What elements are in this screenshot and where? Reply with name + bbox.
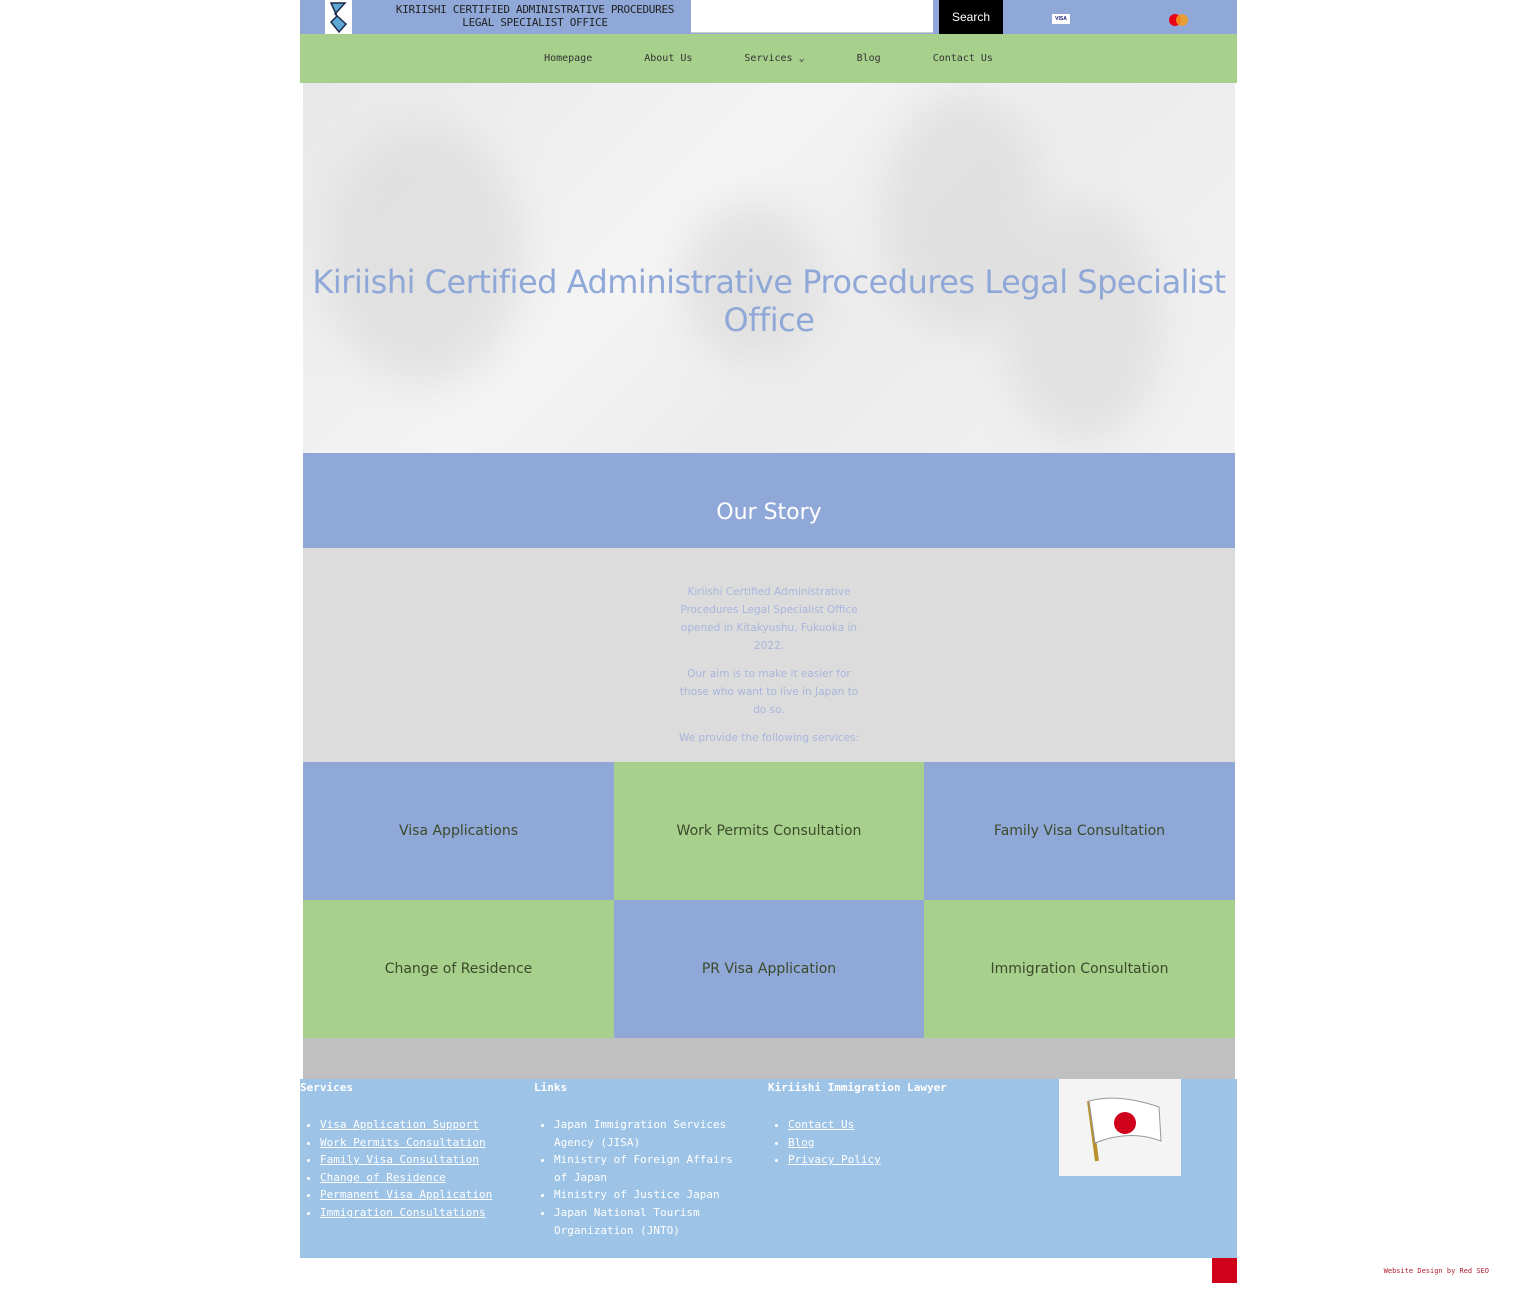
footer-link[interactable]: Immigration Consultations	[320, 1205, 486, 1219]
footer-link[interactable]: Blog	[788, 1135, 815, 1149]
service-tile[interactable]: Visa Applications	[303, 762, 614, 900]
header: KIRIISHI CERTIFIED ADMINISTRATIVE PROCED…	[300, 0, 1237, 34]
story-paragraph: We provide the following services:	[678, 732, 860, 744]
footer-link[interactable]: Ministry of Justice Japan	[554, 1186, 734, 1204]
japan-flag-image	[1059, 1079, 1181, 1176]
service-tile[interactable]: Change of Residence	[303, 900, 614, 1038]
logo[interactable]	[325, 0, 352, 34]
service-tile[interactable]: Work Permits Consultation	[614, 762, 924, 900]
footer-heading: Kiriishi Immigration Lawyer	[768, 1081, 947, 1094]
footer-link[interactable]: Family Visa Consultation	[320, 1153, 479, 1167]
service-tile[interactable]: Family Visa Consultation	[924, 762, 1235, 900]
nav-about-us[interactable]: About Us	[644, 53, 693, 64]
visa-icon: VISA	[1052, 14, 1070, 24]
footer-heading: Links	[534, 1081, 568, 1094]
footer-link[interactable]: Visa Application Support	[320, 1118, 479, 1131]
footer-link[interactable]: Japan Immigration Services Agency (JISA)	[554, 1116, 734, 1151]
our-story-text: Kiriishi Certified Administrative Proced…	[303, 548, 1235, 762]
service-tile[interactable]: Immigration Consultation	[924, 900, 1235, 1038]
hero-banner: Kiriishi Certified Administrative Proced…	[303, 83, 1235, 453]
nav-contact-us[interactable]: Contact Us	[932, 53, 993, 64]
service-tile[interactable]: PR Visa Application	[614, 900, 924, 1038]
footer-services: Services Visa Application Support Work P…	[300, 1081, 530, 1222]
footer-link[interactable]: Contact Us	[788, 1118, 855, 1131]
footer-link[interactable]: Japan National Tourism Organization (JNT…	[554, 1204, 734, 1239]
divider-bar	[303, 1038, 1235, 1079]
footer-link[interactable]: Change of Residence	[320, 1170, 446, 1184]
footer-link[interactable]: Permanent Visa Application	[320, 1188, 493, 1202]
footer-heading: Services	[300, 1081, 353, 1094]
footer: Services Visa Application Support Work P…	[300, 1079, 1237, 1258]
footer-link[interactable]: Work Permits Consultation	[320, 1135, 486, 1149]
footer-links: Links Japan Immigration Services Agency …	[534, 1081, 734, 1239]
footer-office: Kiriishi Immigration Lawyer Contact Us B…	[768, 1081, 988, 1169]
story-paragraph: Our aim is to make it easier for those w…	[679, 668, 859, 716]
our-story-heading: Our Story	[303, 453, 1235, 548]
red-seo-logo[interactable]	[1212, 1258, 1237, 1283]
search-button[interactable]: Search	[939, 0, 1003, 34]
mastercard-icon	[1169, 14, 1189, 26]
search-input[interactable]	[691, 0, 933, 33]
services-grid: Visa Applications Work Permits Consultat…	[303, 762, 1235, 1038]
hero-title: Kiriishi Certified Administrative Proced…	[312, 263, 1226, 339]
nav-blog[interactable]: Blog	[856, 53, 881, 64]
main-nav: Homepage About Us Services ⌄ Blog Contac…	[300, 34, 1237, 83]
story-paragraph: Kiriishi Certified Administrative Proced…	[680, 586, 858, 652]
nav-homepage[interactable]: Homepage	[544, 53, 593, 64]
design-credit[interactable]: Website Design by Red SEO	[1383, 1267, 1489, 1275]
site-name: KIRIISHI CERTIFIED ADMINISTRATIVE PROCED…	[395, 3, 675, 29]
footer-link[interactable]: Privacy Policy	[788, 1153, 881, 1167]
nav-services[interactable]: Services ⌄	[744, 53, 805, 64]
footer-link[interactable]: Ministry of Foreign Affairs of Japan	[554, 1151, 734, 1186]
page: KIRIISHI CERTIFIED ADMINISTRATIVE PROCED…	[300, 0, 1237, 1258]
